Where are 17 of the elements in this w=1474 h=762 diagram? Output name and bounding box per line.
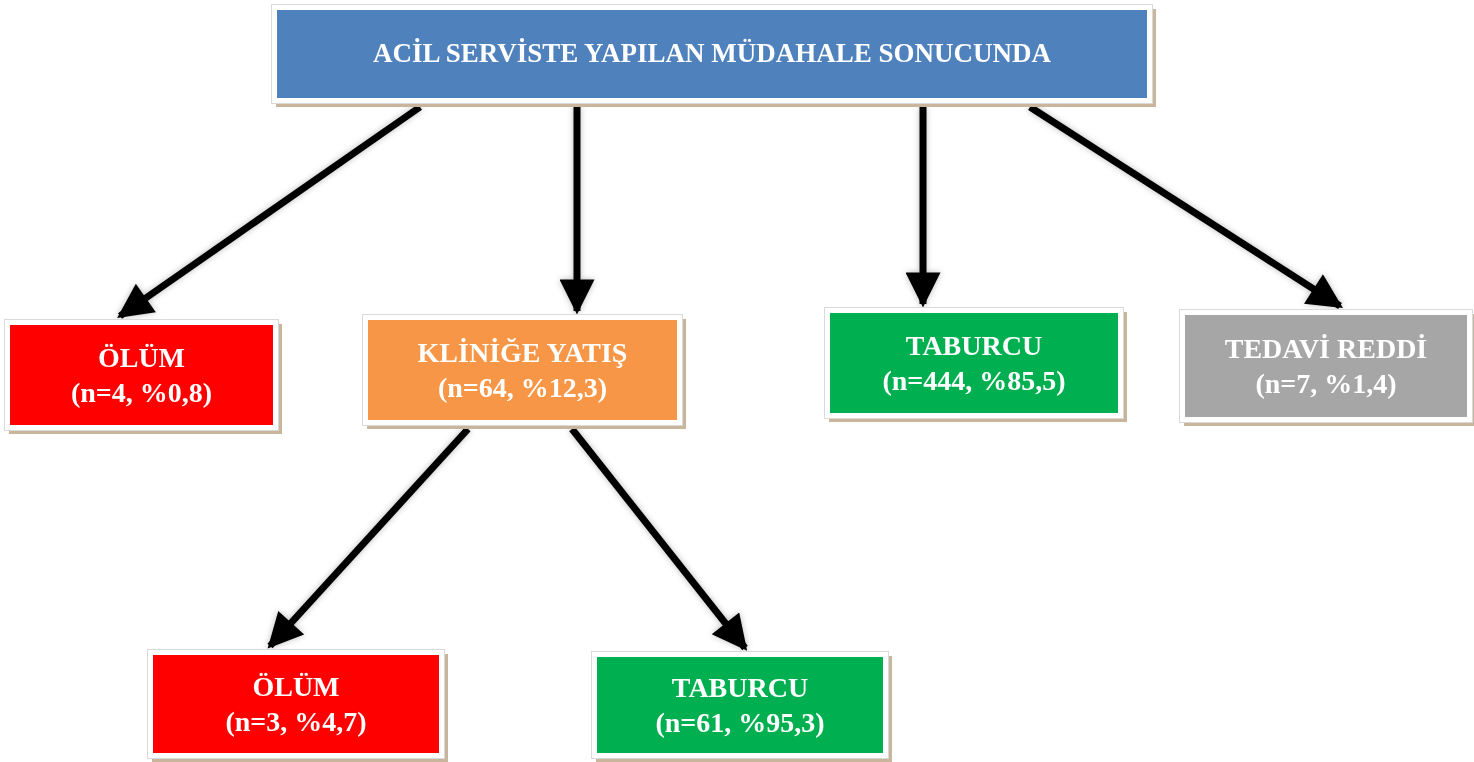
arrow [117,104,422,319]
box-title: TEDAVİ REDDİ [1224,332,1428,366]
box-title: ÖLÜM [97,341,186,375]
count-text: (n=7, %1,4) [1255,367,1397,401]
box-title: TABURCU [671,671,809,705]
count-text: (n=4, %0,8) [70,376,213,410]
arrow [569,426,748,651]
count-text: (n=61, %95,3) [655,706,825,740]
box-title: KLİNİĞE YATIŞ [417,336,628,370]
box-title: ACİL SERVİSTE YAPILAN MÜDAHALE SONUCUNDA [372,37,1052,71]
count-text: (n=444, %85,5) [882,364,1066,398]
box-title: ÖLÜM [252,670,340,704]
count-text: (n=3, %4,7) [225,705,367,739]
box-title: TABURCU [905,329,1043,363]
arrow [1028,104,1343,309]
count-text: (n=64, %12,3) [437,371,608,405]
arrow [267,426,471,649]
